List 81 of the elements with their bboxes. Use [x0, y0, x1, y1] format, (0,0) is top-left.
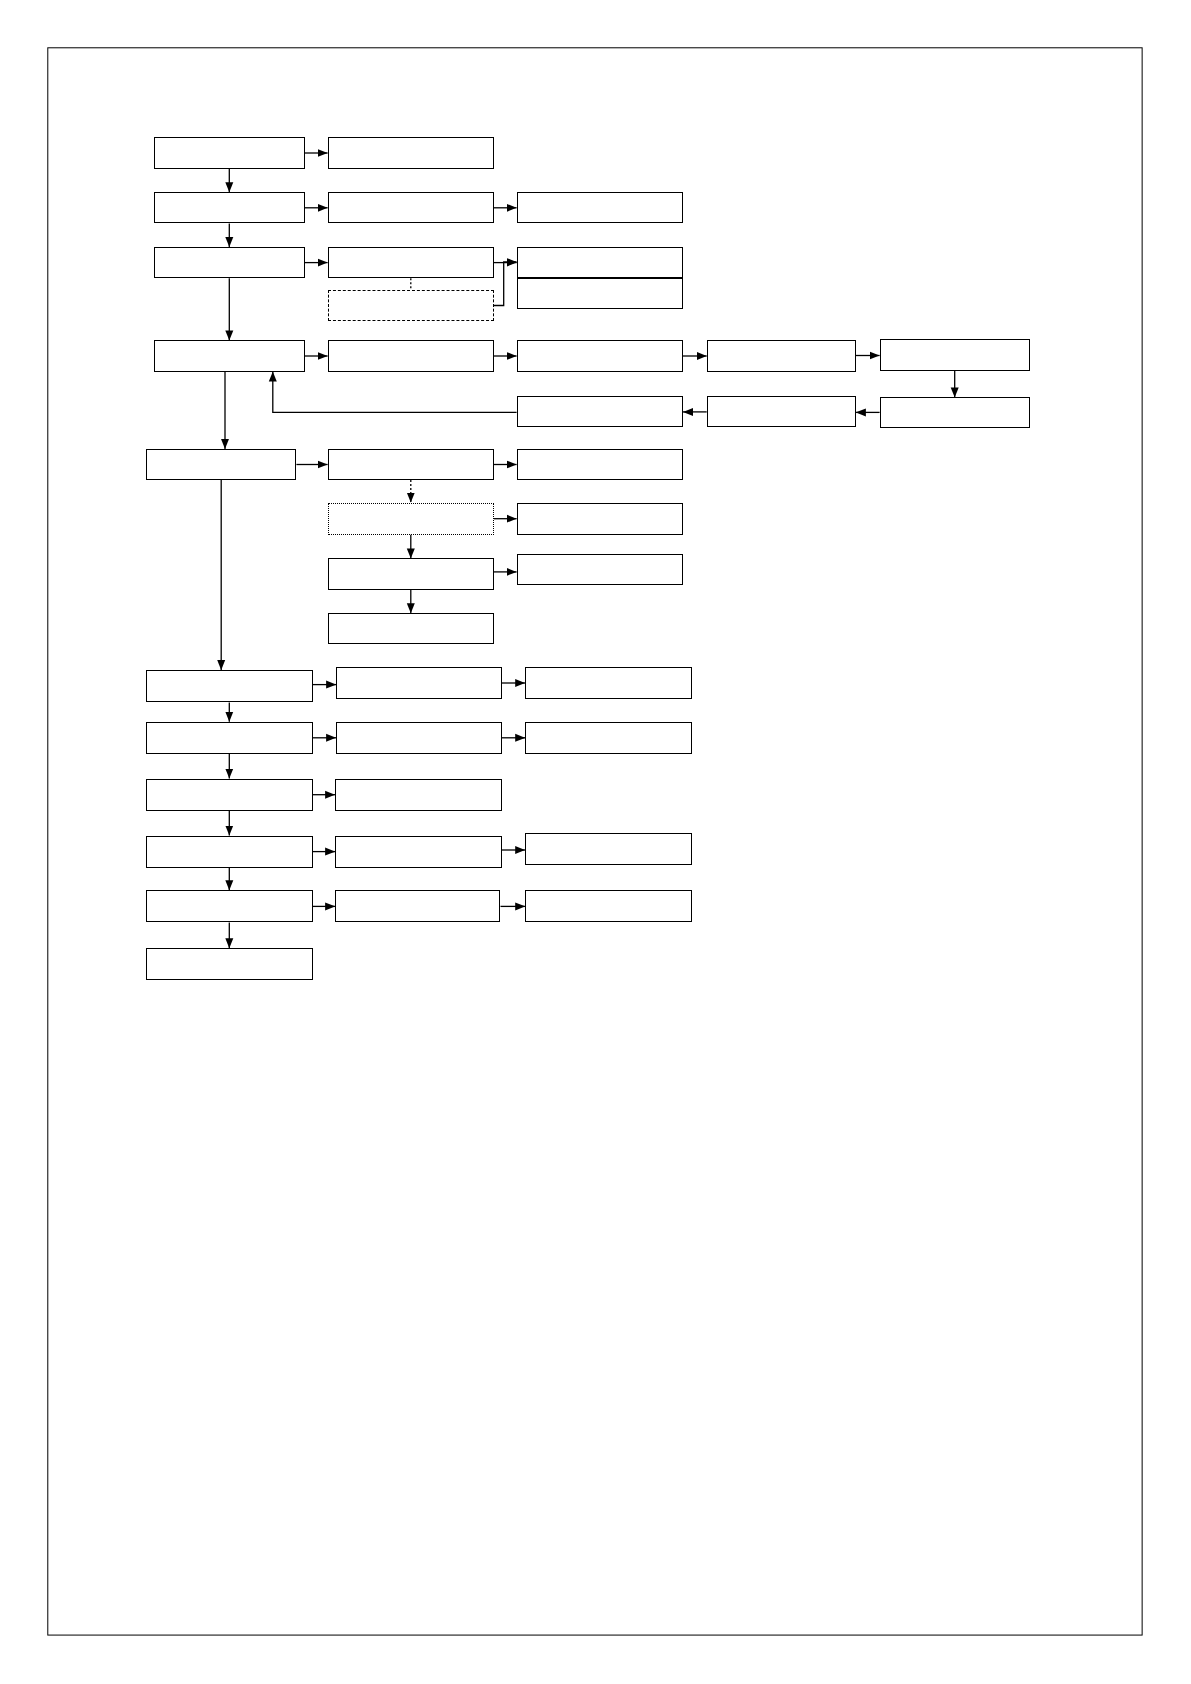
empty-box: [525, 833, 692, 865]
arrow: [493, 460, 518, 469]
arrow: [406, 479, 415, 504]
empty-box: [327, 558, 494, 590]
empty-box: [335, 778, 502, 811]
empty-box: [327, 448, 494, 481]
connector-line: [410, 277, 412, 291]
empty-box: [516, 278, 683, 310]
empty-box: [153, 137, 305, 169]
arrow: [225, 753, 234, 780]
empty-box: [153, 340, 305, 372]
empty-box: [146, 835, 313, 868]
empty-box: [516, 247, 683, 279]
arrow: [217, 479, 226, 671]
arrow: [221, 370, 229, 450]
arrow: [311, 902, 336, 911]
empty-box: [335, 890, 501, 923]
arrow: [304, 258, 329, 267]
empty-box: [327, 192, 494, 224]
arrow: [225, 810, 234, 837]
arrow: [406, 588, 415, 614]
arrow: [311, 733, 337, 742]
empty-box: [879, 339, 1030, 371]
arrow: [493, 352, 518, 360]
empty-box: [516, 396, 683, 428]
empty-box: [336, 721, 502, 754]
arrow: [493, 514, 518, 523]
empty-box: [146, 721, 313, 754]
empty-box: [516, 502, 683, 535]
empty-box: [525, 666, 692, 700]
arrow: [304, 203, 329, 212]
empty-box: [336, 666, 502, 700]
arrow: [225, 701, 234, 723]
empty-box: [146, 670, 313, 703]
arrow: [311, 847, 336, 856]
empty-box: [879, 397, 1030, 429]
empty-box: [327, 137, 494, 169]
arrow: [682, 352, 708, 360]
arrow: [493, 203, 518, 212]
arrow: [950, 369, 959, 399]
arrow: [225, 167, 234, 193]
empty-box: [146, 948, 313, 981]
arrow: [499, 902, 526, 911]
arrow: [493, 258, 518, 307]
empty-box: [525, 890, 692, 923]
empty-box: [146, 778, 313, 811]
empty-box: [706, 340, 856, 372]
arrow: [855, 351, 881, 360]
arrow: [225, 921, 234, 949]
empty-box: [327, 289, 494, 322]
arrow: [295, 460, 329, 469]
empty-box: [516, 554, 683, 586]
arrow: [304, 352, 329, 360]
empty-box: [335, 835, 502, 868]
empty-box: [146, 448, 297, 481]
arrow: [304, 149, 329, 157]
arrow: [500, 733, 526, 742]
arrow: [225, 222, 234, 248]
arrow: [268, 370, 518, 414]
arrow: [682, 407, 708, 416]
arrow: [406, 534, 415, 560]
arrow: [500, 679, 526, 687]
empty-box: [146, 890, 313, 923]
arrow: [225, 867, 234, 891]
arrow: [493, 567, 518, 576]
empty-box: [327, 613, 494, 645]
empty-box: [153, 247, 305, 279]
empty-box: [327, 502, 494, 535]
arrow: [500, 846, 526, 854]
empty-box: [706, 396, 856, 428]
empty-box: [516, 340, 683, 372]
empty-box: [525, 721, 692, 754]
empty-box: [516, 448, 683, 481]
empty-box: [153, 192, 305, 224]
arrow: [225, 277, 234, 342]
arrow: [311, 790, 336, 799]
arrow: [311, 680, 337, 689]
empty-box: [327, 247, 494, 279]
empty-box: [516, 192, 683, 224]
empty-box: [327, 340, 494, 372]
arrow: [855, 408, 881, 417]
